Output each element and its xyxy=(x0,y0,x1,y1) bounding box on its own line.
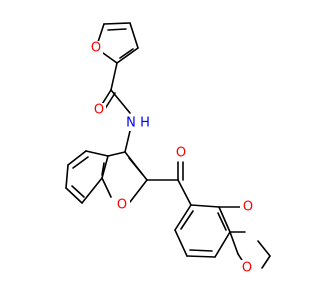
bond xyxy=(101,155,109,179)
bond xyxy=(190,204,220,208)
bond xyxy=(65,164,69,189)
bond xyxy=(110,62,118,91)
label-bg xyxy=(173,145,189,161)
benzene-ring-right xyxy=(174,204,231,258)
bond-double xyxy=(101,162,105,176)
bond xyxy=(107,151,126,157)
label-bg xyxy=(138,115,152,131)
bond xyxy=(81,177,103,204)
bond xyxy=(174,204,192,231)
bond xyxy=(177,179,192,206)
atom-labels: O O N H O O O O xyxy=(89,41,256,276)
bond-double xyxy=(119,48,134,59)
bond xyxy=(261,255,271,269)
bond-double xyxy=(107,28,127,31)
bond xyxy=(103,22,131,25)
bond-double xyxy=(71,185,85,198)
bond-double xyxy=(217,212,227,231)
molecule-structure: O O N H O O O O xyxy=(65,22,271,276)
bond xyxy=(186,255,216,258)
bond xyxy=(65,187,83,204)
label-bg xyxy=(240,199,256,215)
label-bg xyxy=(124,115,138,131)
oxygen-atom-label: O xyxy=(176,146,186,161)
bond-double xyxy=(72,156,89,169)
hydrogen-atom-label: H xyxy=(140,116,150,131)
label-bg xyxy=(92,103,106,117)
oxygen-atom-label: O xyxy=(91,41,101,56)
benzofuran-ring xyxy=(101,151,148,203)
nitrogen-atom-label: N xyxy=(126,116,136,131)
label-bg xyxy=(89,41,103,55)
bond-double xyxy=(189,249,213,252)
bond xyxy=(218,206,231,233)
bond xyxy=(101,177,112,198)
oxygen-atom-label: O xyxy=(94,103,104,118)
bond-double xyxy=(180,210,194,230)
bond xyxy=(129,22,139,49)
molecule-canvas: O O N H O O O O xyxy=(65,22,271,276)
bond xyxy=(229,231,239,255)
bond xyxy=(174,229,188,257)
benzene-ring-left xyxy=(65,150,109,204)
label-bg xyxy=(114,197,130,213)
bond xyxy=(85,150,109,157)
bond xyxy=(129,179,148,203)
bond xyxy=(67,150,87,166)
bond xyxy=(110,89,131,114)
bond xyxy=(116,47,139,64)
oxygen-atom-label: O xyxy=(242,261,252,276)
oxygen-atom-label: O xyxy=(243,200,253,215)
bond xyxy=(124,130,131,153)
furan-ring xyxy=(95,22,139,64)
bond xyxy=(214,231,231,258)
oxygen-atom-label: O xyxy=(117,198,127,213)
label-bg xyxy=(239,260,255,276)
bond-double xyxy=(128,157,144,176)
bond xyxy=(257,240,271,257)
